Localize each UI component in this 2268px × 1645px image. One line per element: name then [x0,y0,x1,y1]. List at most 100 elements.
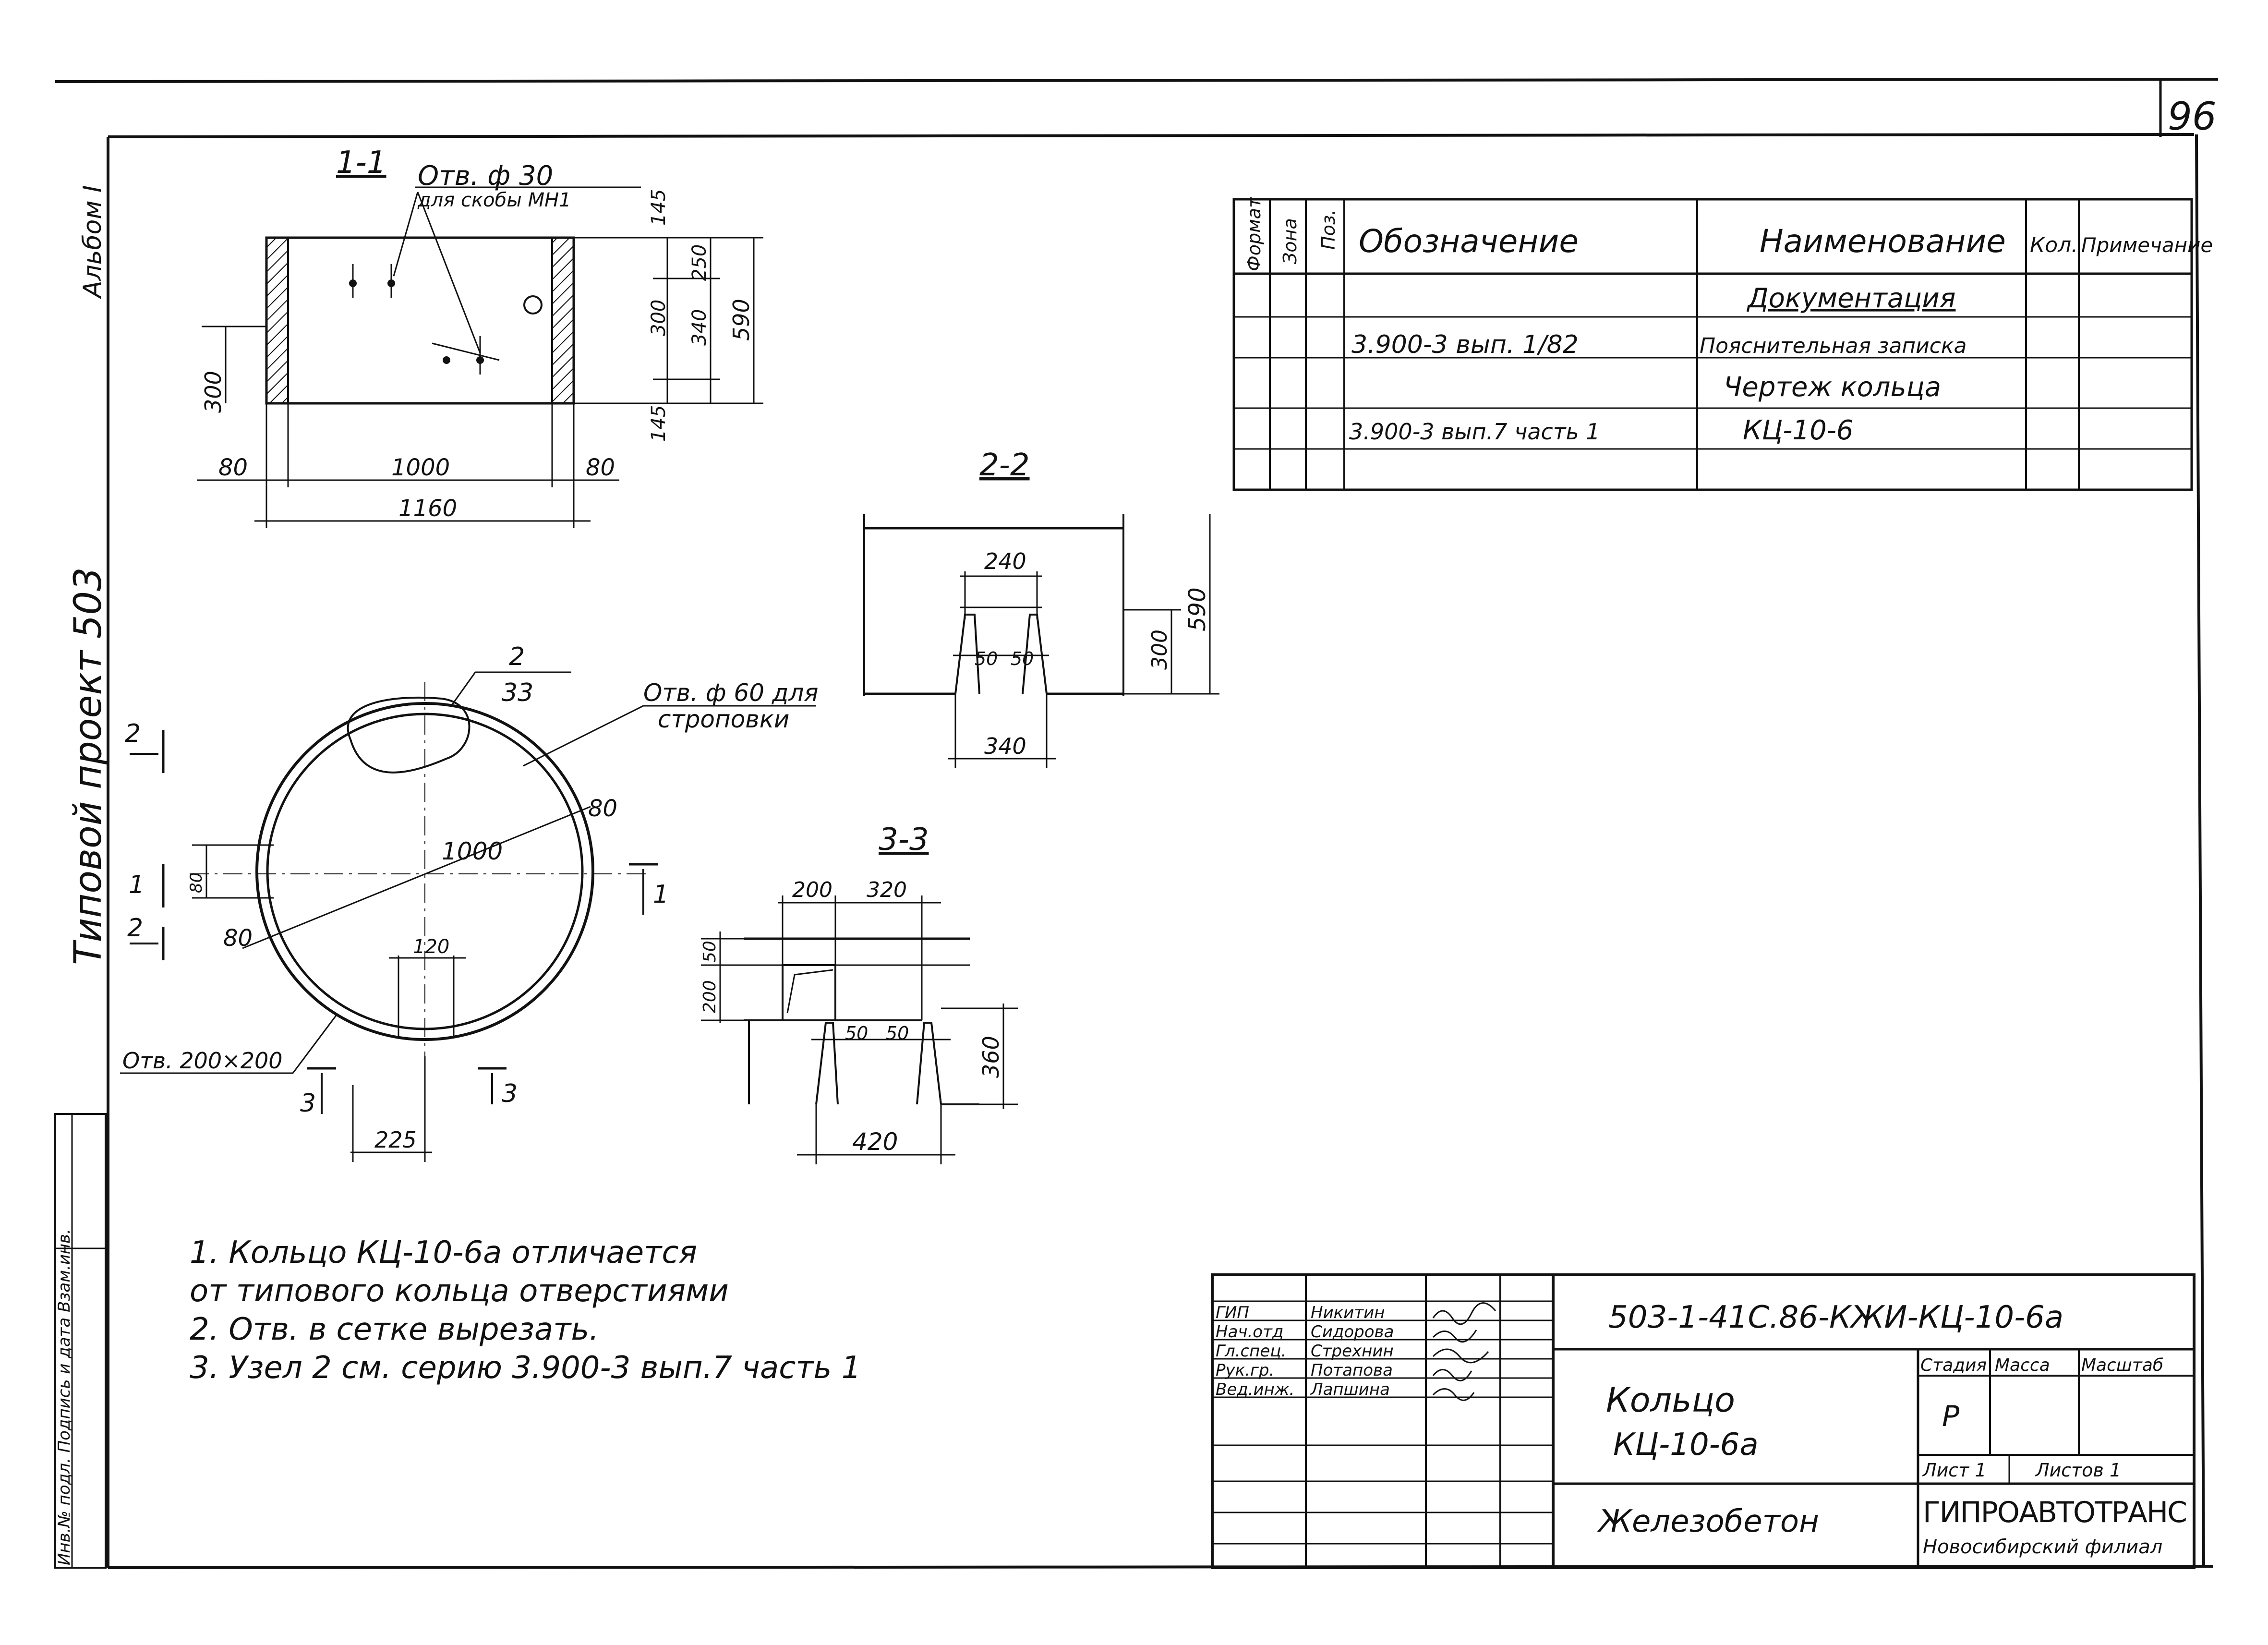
header-note: Примечание [2081,233,2213,257]
header-name: Наименование [1760,223,2006,260]
cut-mark-3-right: 3 [502,1079,518,1108]
staff-name-2: Сидорова [1311,1322,1394,1342]
dim-2-2-300: 300 [1147,629,1172,670]
dim-2-2-240: 240 [984,548,1026,574]
header-designation: Обозначение [1359,223,1579,260]
spec-row-4-designation: 3.900-3 вып.7 часть 1 [1349,419,1600,445]
plan-opening-label: Отв. 200×200 [122,1048,283,1074]
section-3-3: 3-3 50 50 200 320 50 200 360 420 [700,822,1018,1164]
spec-row-2-name: Пояснительная записка [1700,334,1966,358]
staff-role-1: ГИП [1216,1303,1249,1322]
dim-1-1-inner: 1000 [391,454,450,481]
stage-value: Р [1942,1400,1960,1433]
album-label: Альбом I [78,185,107,299]
cut-mark-1-left: 1 [129,871,145,899]
plan-lifting-hole-2: строповки [658,705,789,733]
plan-node-ref-top: 2 [509,642,525,671]
dim-2-2-590: 590 [1184,587,1211,631]
title-block-code: 503-1-41С.86-КЖИ-КЦ-10-6а [1608,1300,2063,1335]
ring-outer [255,702,594,1041]
dim-2-2-50a: 50 [975,648,998,669]
dim-2-2-340: 340 [984,733,1026,759]
dim-1-1-r-145-bottom: 145 [648,405,670,442]
dim-3-3-h360: 360 [978,1036,1004,1078]
dim-3-3-50b: 50 [886,1023,909,1044]
mass-label: Масса [1995,1355,2050,1375]
section-1-1-callout-2: для скобы МН1 [417,189,571,211]
section-2-2: 2-2 240 50 50 340 300 590 [863,448,1219,768]
plan-opening-bottom-offset: 225 [374,1127,417,1153]
dim-3-3-h200: 200 [700,980,720,1013]
spec-row-2-designation: 3.900-3 вып. 1/82 [1351,330,1579,359]
dim-3-3-320: 320 [867,878,907,902]
header-format: Формат [1243,196,1265,271]
spec-row-1-name: Документация [1746,283,1955,314]
dim-1-1-r-590: 590 [728,299,754,341]
staff-name-4: Потапова [1311,1361,1393,1380]
section-1-1-callout-1: Отв. ф 30 [418,160,553,192]
staff-role-2: Нач.отд [1216,1322,1283,1342]
title-block [1211,1273,2196,1569]
header-pos: Поз. [1318,209,1339,250]
dim-1-1-right: 80 [586,454,615,481]
dim-3-3-420: 420 [852,1128,898,1156]
material: Железобетон [1597,1504,1819,1539]
dim-3-3-h50: 50 [700,941,720,963]
cut-mark-2-left: 2 [127,914,143,943]
section-3-3-title: 3-3 [879,822,929,858]
sheets-label: Листов 1 [2035,1460,2121,1481]
header-zone: Зона [1279,218,1301,264]
scale-label: Масштаб [2081,1355,2163,1375]
page-number: 96 [2168,94,2217,139]
staff-name-5: Лапшина [1310,1380,1390,1399]
cut-mark-1-right: 1 [653,880,669,909]
section-2-2-title: 2-2 [979,448,1030,483]
staff-role-4: Рук.гр. [1216,1361,1274,1380]
dim-2-2-50b: 50 [1011,648,1034,669]
item-title: Кольцо [1606,1380,1735,1420]
plan-node-ref-bottom: 33 [502,678,533,707]
item-code: КЦ-10-6а [1613,1427,1759,1463]
staff-name-1: Никитин [1311,1303,1385,1322]
cut-mark-2-top: 2 [125,719,141,748]
spec-row-4-name: КЦ-10-6 [1743,415,1854,446]
plan-wall-left: 80 [223,925,253,952]
staff-name-3: Стрехнин [1311,1342,1394,1361]
spec-row-3-name: Чертеж кольца [1724,372,1941,403]
org-branch: Новосибирский филиал [1923,1536,2162,1558]
dim-1-1-r-145-top: 145 [648,189,670,226]
sheet-label: Лист 1 [1922,1460,1987,1481]
side-stamp: Инв.№ подл. Подпись и дата Взам.инв. [54,1113,107,1569]
org-name: ГИПРОАВТОТРАНС [1923,1496,2186,1529]
plan-view: 2 33 Отв. ф 60 для строповки 1000 80 80 … [120,642,819,1162]
plan-opening-height: 80 [187,872,206,893]
staff-role-5: Вед.инж. [1216,1380,1294,1399]
plan-wall-right: 80 [588,795,617,822]
cut-mark-3-left: 3 [300,1089,316,1118]
stage-label: Стадия [1920,1355,1987,1375]
section-1-1: 1-1 Отв. ф 30 для скобы МН1 80 1000 80 1… [197,145,763,528]
note-line-1: 1. Кольцо КЦ-10-6а отличается [190,1235,697,1270]
dim-1-1-left: 80 [218,454,248,481]
plan-lifting-hole-1: Отв. ф 60 для [643,679,819,707]
vertical-title: Типовой проект 503 [67,567,110,965]
plan-diameter: 1000 [442,837,503,865]
dim-1-1-overall: 1160 [398,495,457,522]
dim-3-3-50a: 50 [845,1023,868,1044]
plan-opening-bottom-width: 120 [413,936,449,958]
staff-role-3: Гл.спец. [1216,1342,1286,1361]
spec-table [1232,198,2193,491]
notes: 1. Кольцо КЦ-10-6а отличается от типовог… [190,1235,861,1386]
signatures [1432,1302,1496,1401]
dim-3-3-200: 200 [792,878,832,902]
side-stamp-text: Инв.№ подл. Подпись и дата Взам.инв. [55,1229,74,1565]
note-line-3: 2. Отв. в сетке вырезать. [190,1312,599,1347]
dim-1-1-r-250: 250 [688,244,711,281]
dim-1-1-left-height: 300 [200,371,226,413]
dim-1-1-r-300: 300 [648,300,670,336]
header-qty: Кол. [2030,233,2078,257]
note-line-4: 3. Узел 2 см. серию 3.900-3 вып.7 часть … [190,1350,861,1386]
note-line-2: от типового кольца отверстиями [190,1273,729,1309]
section-1-1-title: 1-1 [336,145,386,181]
